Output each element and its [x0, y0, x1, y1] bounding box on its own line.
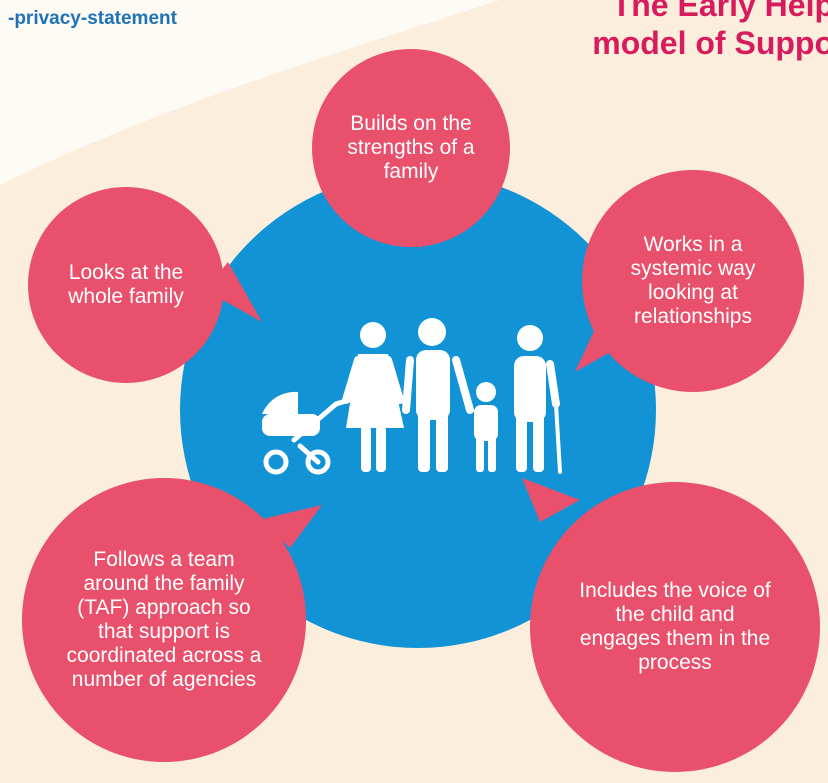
- bubble-right: Works in a systemic way looking at relat…: [582, 170, 804, 392]
- bubble-bottom-right: Includes the voice of the child and enga…: [530, 482, 820, 772]
- bubble-left: Looks at the whole family: [28, 187, 224, 383]
- privacy-statement-link[interactable]: -privacy-statement: [8, 8, 177, 29]
- bubble-bottom-left: Follows a team around the family (TAF) a…: [22, 478, 306, 762]
- title-line-1: The Early Help: [611, 0, 828, 23]
- tail-bottom-left: [258, 505, 322, 548]
- bubble-top-text: Builds on the strengths of a family: [347, 112, 475, 183]
- bubble-left-text: Looks at the whole family: [68, 261, 184, 308]
- bubble-bottom-right-text: Includes the voice of the child and enga…: [579, 579, 771, 674]
- bubble-top: Builds on the strengths of a family: [312, 49, 510, 247]
- family-with-pram-icon: [262, 318, 562, 475]
- tail-bottom-right: [522, 478, 580, 522]
- page-title: The Early Help model of Suppo: [592, 0, 828, 62]
- bubble-bottom-left-text: Follows a team around the family (TAF) a…: [66, 548, 262, 691]
- title-line-2: model of Suppo: [592, 25, 828, 61]
- bubble-right-text: Works in a systemic way looking at relat…: [630, 233, 756, 328]
